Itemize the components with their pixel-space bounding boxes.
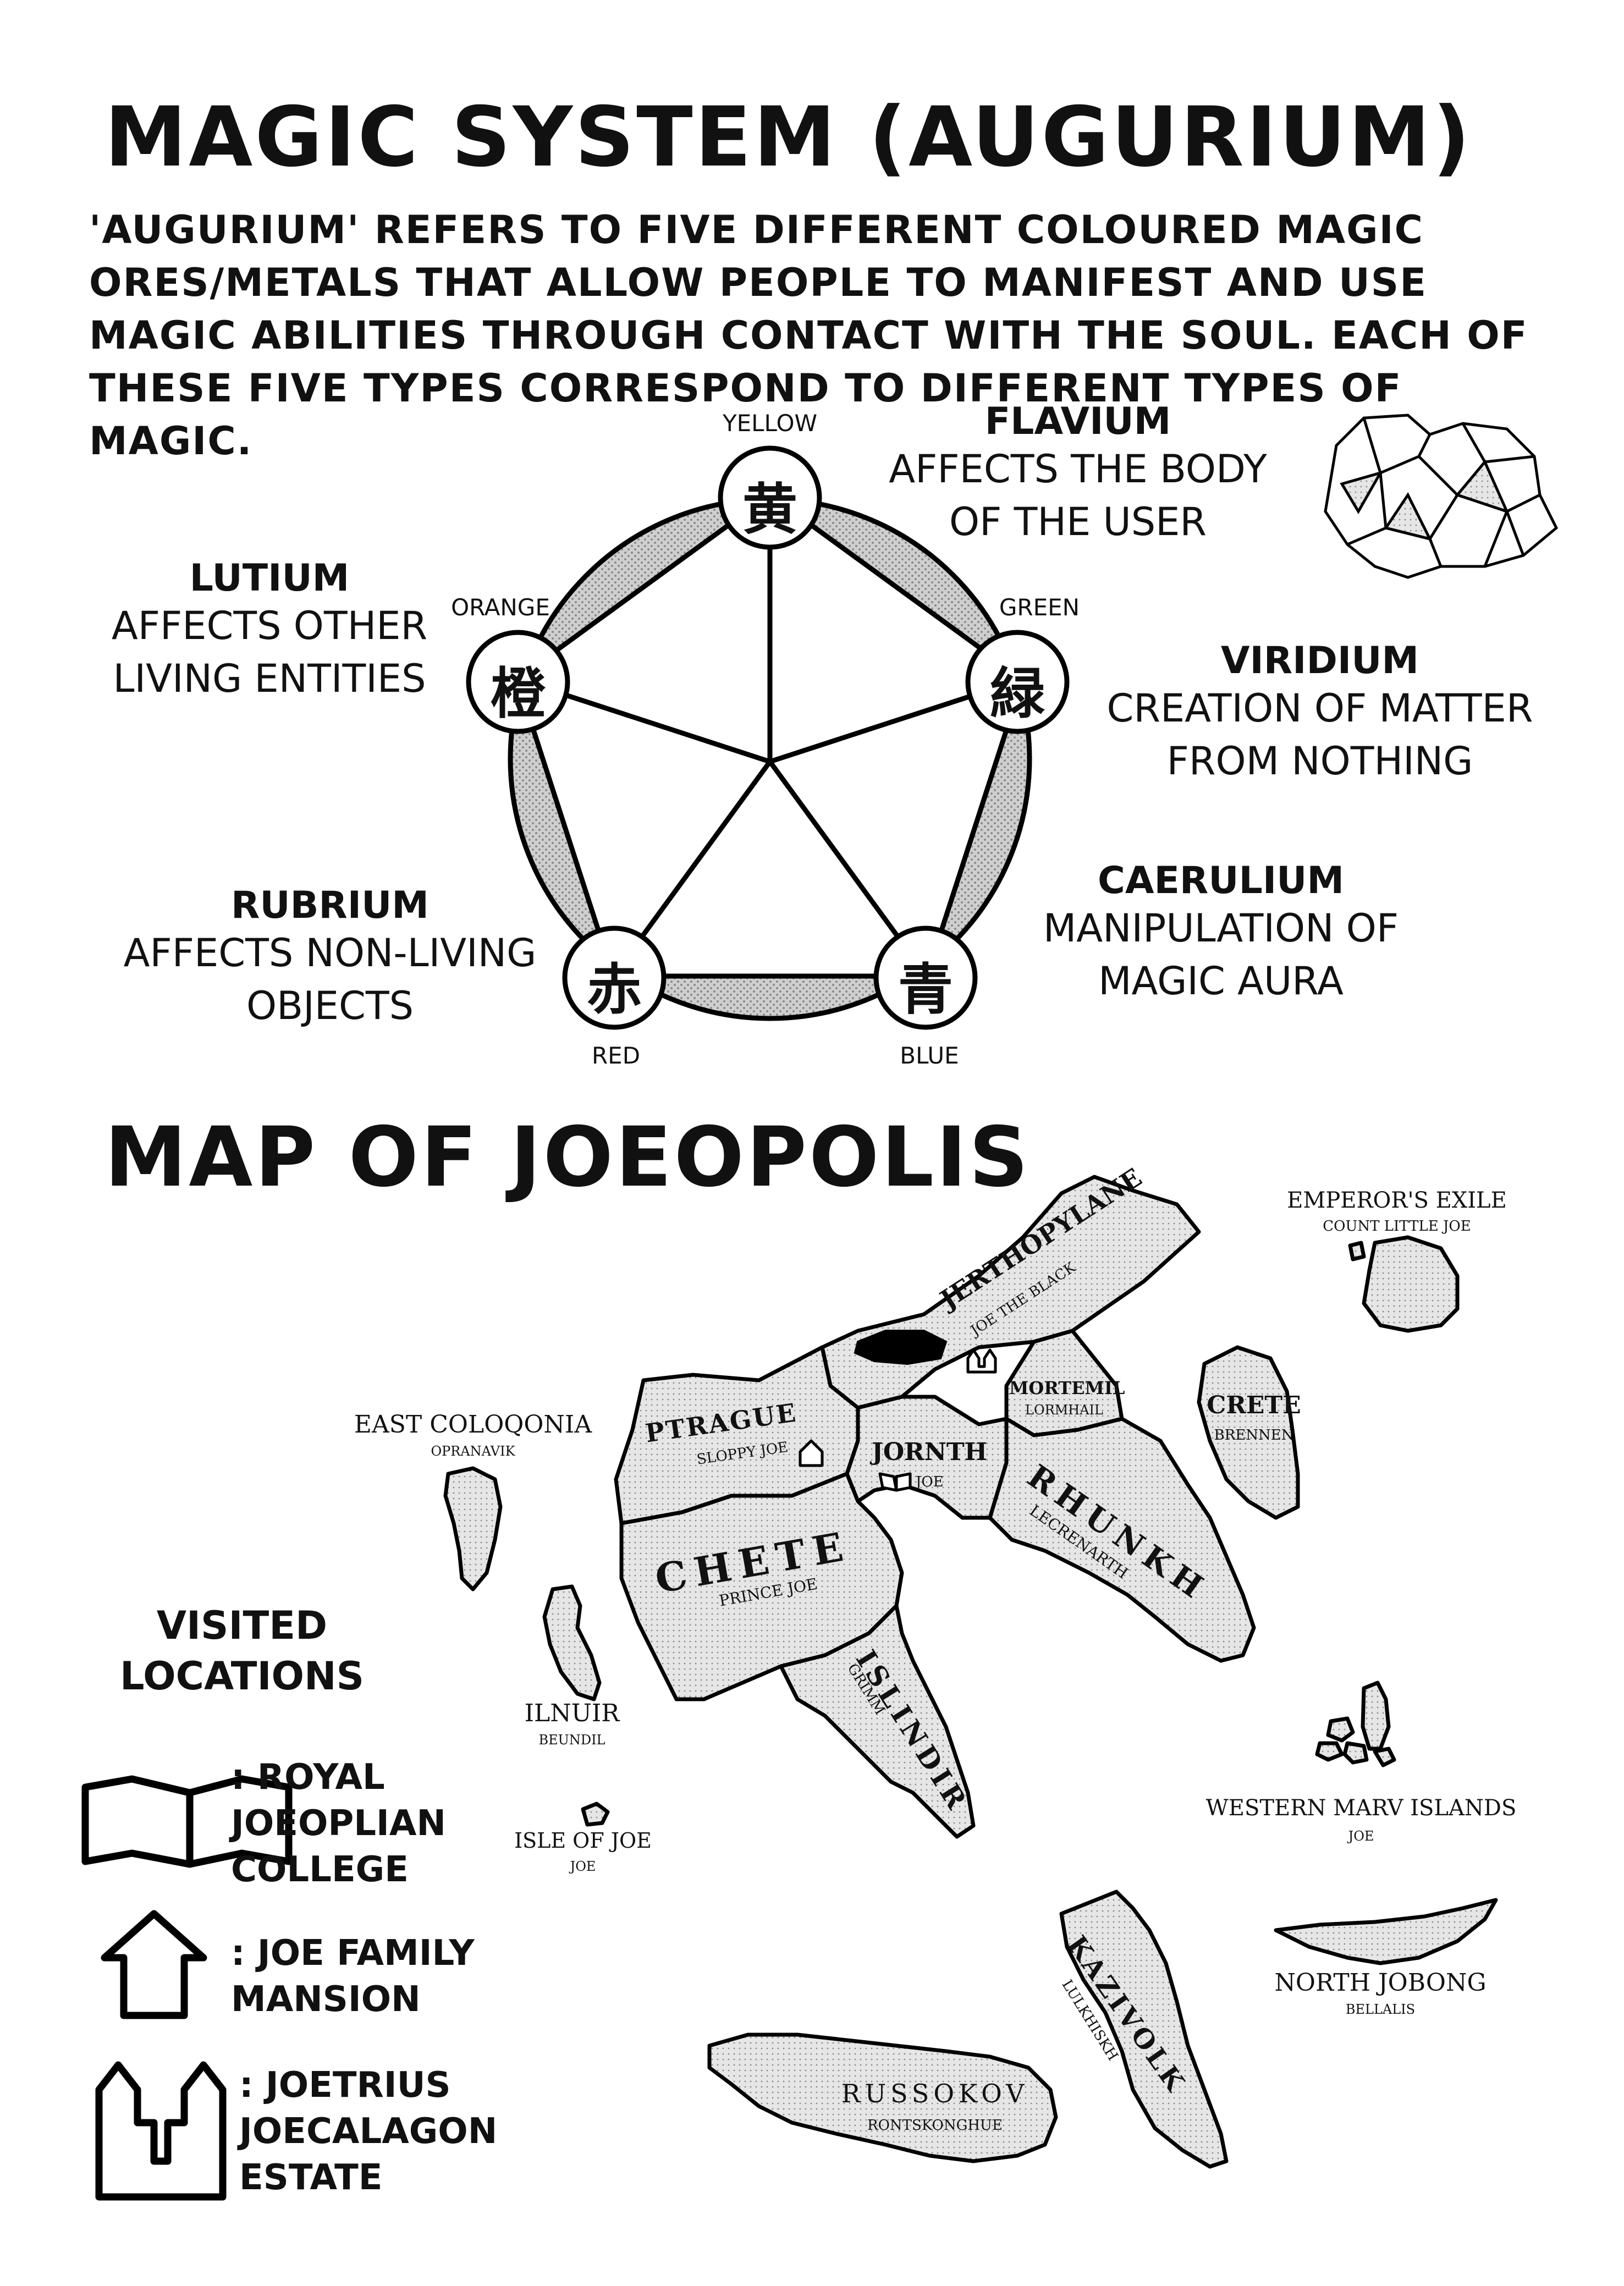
magic-name-viridium: VIRIDIUM xyxy=(1220,639,1419,682)
magic-desc-lutium-2: LIVING ENTITIES xyxy=(113,655,426,701)
mansion-map-icon xyxy=(799,1439,824,1467)
joeopolis-map xyxy=(81,1175,1498,2201)
land-jerthopylane xyxy=(820,1175,1201,1410)
magic-name-caerulium: CAERULIUM xyxy=(1097,859,1345,902)
node-green xyxy=(965,630,1070,734)
land-kazivolk xyxy=(1059,1890,1229,2169)
desc-caerulium: CAERULIUM MANIPULATION OF MAGIC AURA xyxy=(1001,859,1441,1007)
region-emperors-exile: EMPEROR'S EXILE xyxy=(1287,1188,1507,1213)
magic-desc-rubrium-1: AFFECTS NON-LIVING xyxy=(123,930,537,976)
land-emperors-exile-islet xyxy=(1348,1241,1366,1262)
lake xyxy=(854,1330,948,1365)
magic-desc-caerulium-1: MANIPULATION OF xyxy=(1043,905,1399,951)
land-western-marv-3 xyxy=(1315,1741,1344,1762)
kanji-red: 赤 xyxy=(587,957,642,1022)
kanji-yellow: 黄 xyxy=(742,477,797,542)
ruler-isle-of-joe: JOE xyxy=(570,1859,596,1874)
magic-intro: 'AUGURIUM' REFERS TO FIVE DIFFERENT COLO… xyxy=(89,207,1528,464)
house-icon xyxy=(101,1910,207,2019)
legend-title: VISITED LOCATIONS xyxy=(119,1603,365,1699)
land-rhunkh xyxy=(988,1417,1256,1663)
desc-flavium: FLAVIUM AFFECTS THE BODY OF THE USER xyxy=(858,401,1298,548)
land-western-marv-4 xyxy=(1342,1741,1369,1765)
land-russokov xyxy=(707,2032,1058,2163)
node-yellow xyxy=(718,445,822,550)
magic-desc-flavium-1: AFFECTS THE BODY xyxy=(889,446,1267,492)
ruler-east-coloqonia: OPRANAVIK xyxy=(431,1444,515,1459)
magic-name-lutium: LUTIUM xyxy=(189,557,350,600)
legend-mansion-label: : JOE FAMILY MANSION xyxy=(231,1933,475,2020)
magic-title: MAGIC SYSTEM (AUGURIUM) xyxy=(104,90,1473,185)
magic-desc-viridium-1: CREATION OF MATTER xyxy=(1106,685,1533,731)
augurium-ore-icon xyxy=(1324,414,1559,579)
region-east-coloqonia: EAST COLOQONIA xyxy=(354,1411,592,1439)
land-north-jobong xyxy=(1274,1898,1498,1965)
region-crete: CRETE xyxy=(1207,1391,1301,1419)
land-western-marv-1 xyxy=(1361,1681,1391,1751)
magic-name-flavium: FLAVIUM xyxy=(984,400,1171,443)
land-emperors-exile xyxy=(1362,1235,1460,1333)
desc-lutium: LUTIUM AFFECTS OTHER LIVING ENTITIES xyxy=(82,558,456,705)
land-islindir xyxy=(779,1604,976,1839)
ruler-ilnuir: BEUNDIL xyxy=(538,1732,605,1748)
ruler-jornth: JOE xyxy=(916,1474,944,1490)
region-isle-of-joe: ISLE OF JOE xyxy=(514,1828,652,1853)
magic-desc-viridium-2: FROM NOTHING xyxy=(1166,738,1473,784)
node-blue xyxy=(873,926,978,1030)
region-mortemil: MORTEMIL xyxy=(1009,1378,1125,1398)
region-north-jobong: NORTH JOBONG xyxy=(1274,1969,1487,1997)
book-icon xyxy=(81,1775,293,1868)
castle-icon xyxy=(95,2061,227,2201)
label-blue: BLUE xyxy=(900,1042,959,1069)
region-jornth: JORNTH xyxy=(872,1438,988,1466)
land-east-coloqonia xyxy=(443,1466,503,1591)
ruler-crete: BRENNEN xyxy=(1214,1427,1294,1444)
kanji-blue: 青 xyxy=(898,957,953,1022)
ruler-mortemil: LORMHAIL xyxy=(1025,1402,1103,1418)
region-ilnuir: ILNUIR xyxy=(524,1699,620,1727)
ruler-north-jobong: BELLALIS xyxy=(1345,2002,1416,2017)
region-russokov: RUSSOKOV xyxy=(841,2079,1029,2108)
kanji-orange: 橙 xyxy=(491,662,546,726)
ruler-emperors-exile: COUNT LITTLE JOE xyxy=(1323,1218,1471,1235)
college-map-icon xyxy=(878,1472,912,1492)
legend-estate-label: : JOETRIUS JOECALAGON ESTATE xyxy=(239,2065,498,2198)
magic-desc-caerulium-2: MAGIC AURA xyxy=(1098,958,1344,1004)
label-yellow: YELLOW xyxy=(722,410,818,437)
magic-name-rubrium: RUBRIUM xyxy=(231,884,429,927)
land-western-marv-5 xyxy=(1373,1747,1396,1767)
magic-desc-flavium-2: OF THE USER xyxy=(949,499,1207,544)
legend-college-label: : ROYAL JOEOPLIAN COLLEGE xyxy=(231,1757,446,1890)
magic-desc-rubrium-2: OBJECTS xyxy=(246,983,414,1028)
ruler-western-marv: JOE xyxy=(1348,1828,1374,1844)
label-green: GREEN xyxy=(999,594,1080,621)
magic-desc-lutium-1: AFFECTS OTHER xyxy=(111,603,428,648)
land-western-marv-2 xyxy=(1326,1716,1355,1743)
node-orange xyxy=(466,630,570,734)
kanji-green: 緑 xyxy=(990,662,1045,726)
land-ilnuir xyxy=(542,1584,602,1701)
ruler-russokov: RONTSKONGHUE xyxy=(867,2117,1003,2134)
augurium-wheel xyxy=(466,414,1559,1030)
label-orange: ORANGE xyxy=(451,594,550,621)
label-red: RED xyxy=(591,1042,641,1069)
land-isle-of-joe xyxy=(581,1802,610,1827)
node-red xyxy=(562,926,667,1030)
region-western-marv: WESTERN MARV ISLANDS xyxy=(1205,1795,1517,1821)
desc-viridium: VIRIDIUM CREATION OF MATTER FROM NOTHING xyxy=(1072,639,1567,787)
map-title: MAP OF JOEOPOLIS xyxy=(104,1110,1031,1205)
desc-rubrium: RUBRIUM AFFECTS NON-LIVING OBJECTS xyxy=(110,885,550,1032)
land-crete xyxy=(1197,1345,1300,1520)
estate-map-icon xyxy=(966,1348,997,1374)
